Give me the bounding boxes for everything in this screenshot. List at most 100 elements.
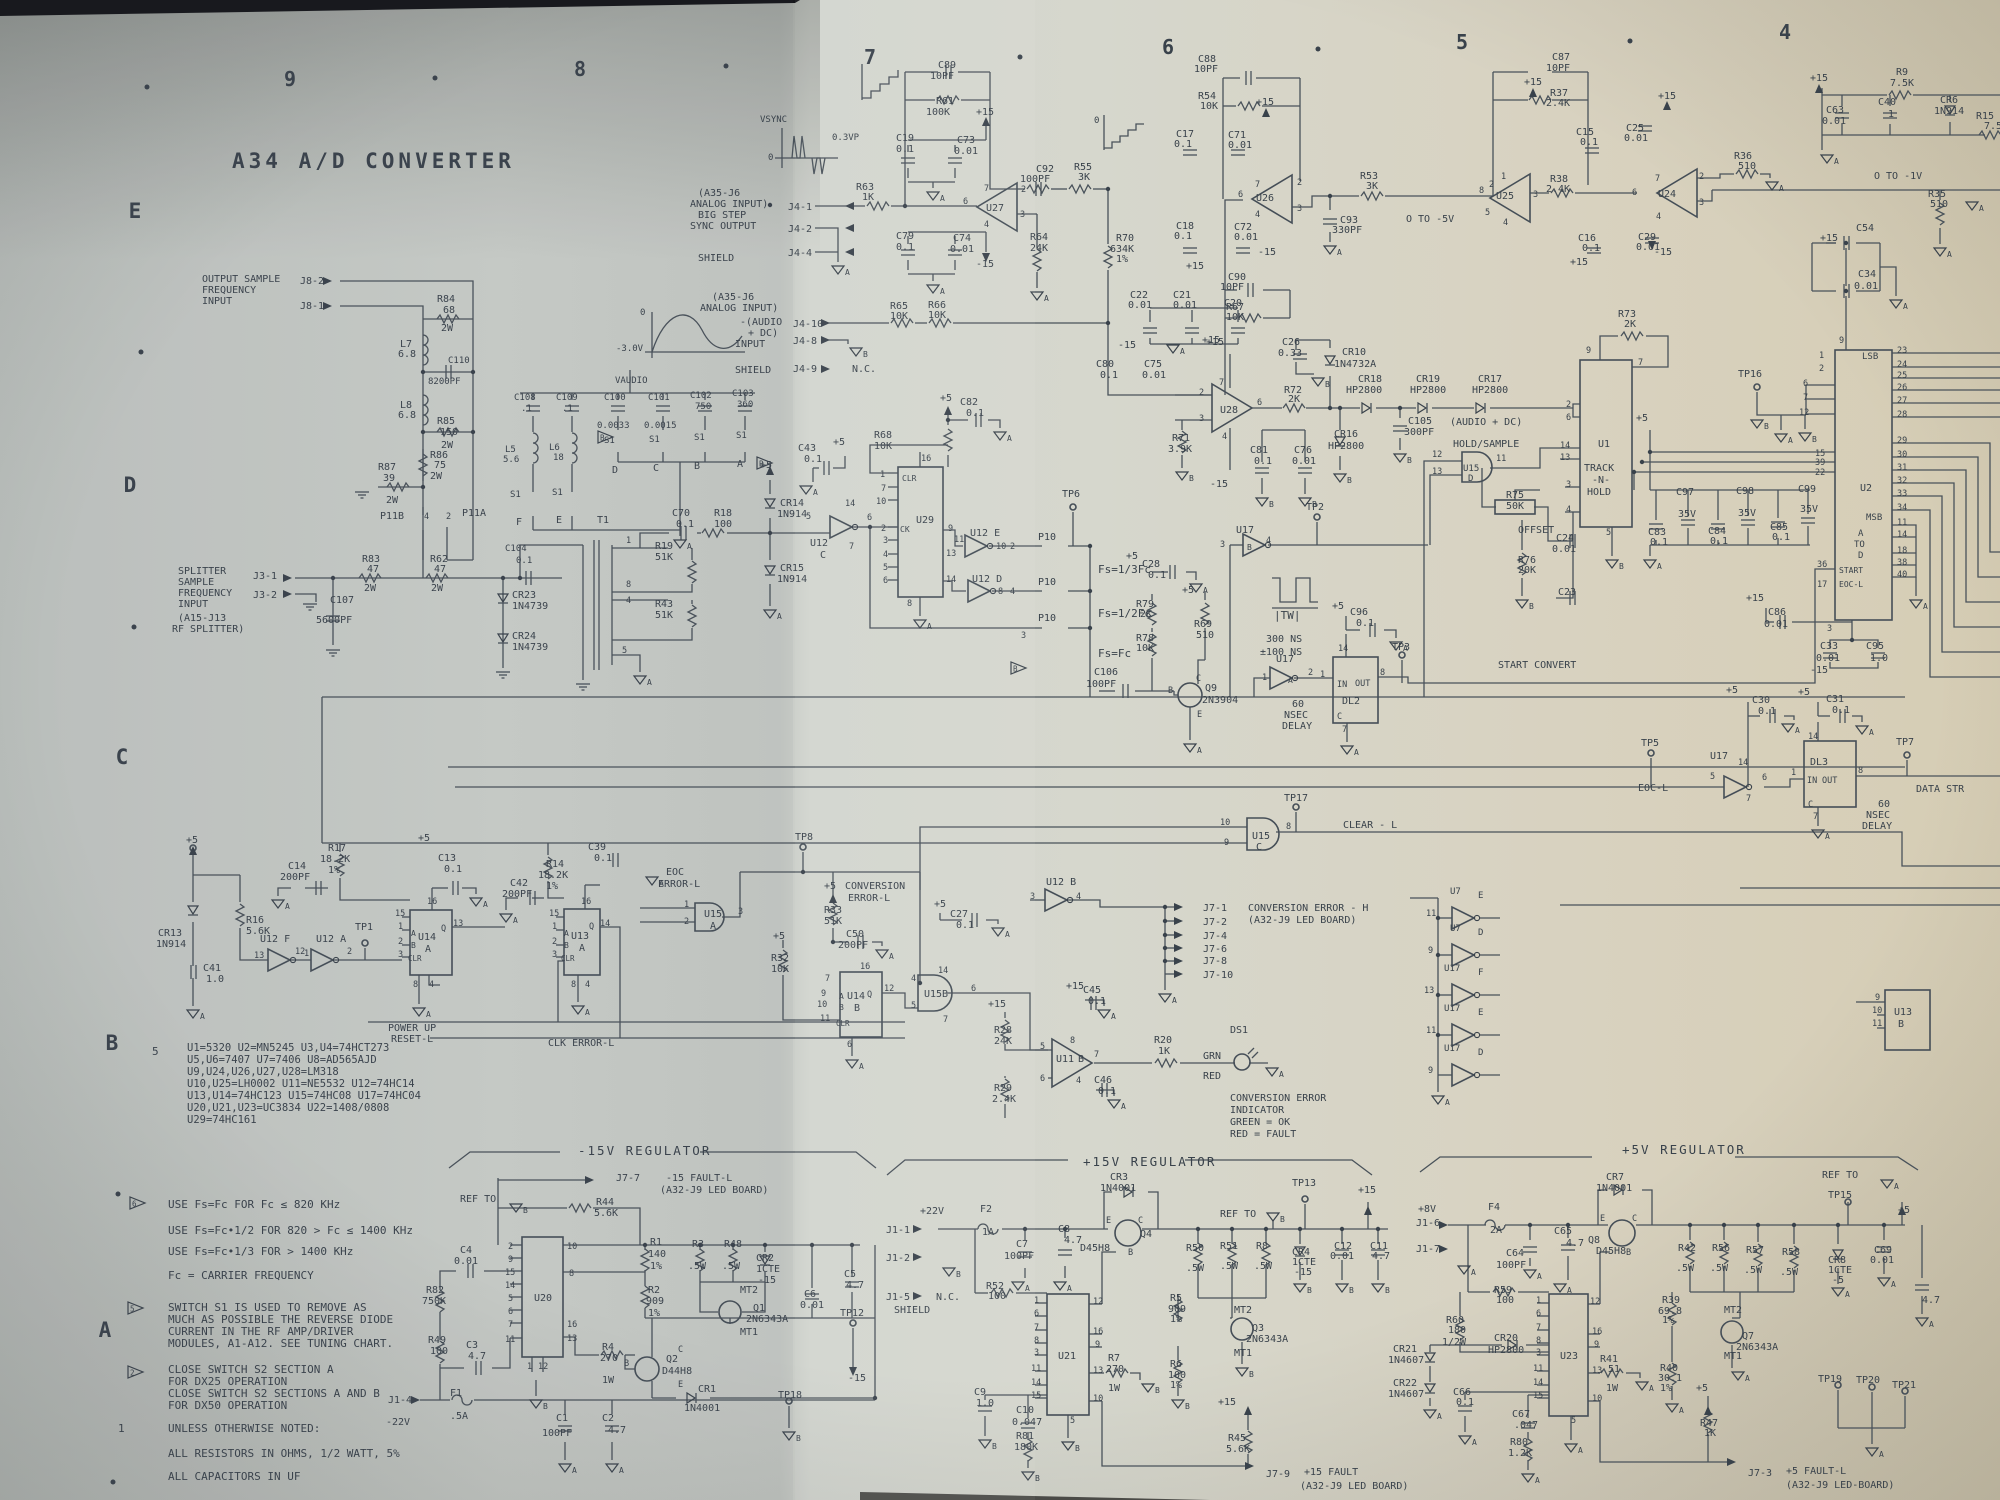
arrow-head: [821, 319, 830, 327]
junction-dot: [470, 369, 476, 375]
schematic-label: R66: [928, 300, 946, 311]
arrow-head: [1439, 1221, 1448, 1229]
schematic-label: 4: [1656, 212, 1661, 222]
diode: [1475, 401, 1486, 415]
ic-box: [1046, 1293, 1090, 1416]
schematic-label: R57: [1746, 1245, 1764, 1256]
schematic-label: A: [1834, 157, 1839, 166]
schematic-label: 1%: [546, 881, 558, 892]
arrow-head: [845, 202, 854, 210]
opamp: [1250, 173, 1293, 225]
schematic-label: 6: [1632, 188, 1637, 198]
schematic-label: HP2800: [1488, 1345, 1524, 1356]
schematic-label: 5: [1571, 1416, 1576, 1426]
schematic-label: 68: [443, 305, 455, 316]
transistor: [1114, 1219, 1142, 1247]
ground-symbol: [1879, 1179, 1895, 1189]
schematic-label: -22V: [386, 1417, 410, 1428]
schematic-label: C: [1808, 800, 1813, 810]
wire: [1384, 629, 1397, 638]
schematic-label: A: [1903, 302, 1908, 311]
schematic-label: A: [687, 542, 692, 551]
schematic-label: 27: [1897, 396, 1907, 406]
schematic-label: C110: [448, 356, 470, 366]
schematic-label: E: [1600, 1214, 1605, 1224]
potentiometer: [1494, 499, 1536, 515]
ground-symbol: [990, 927, 1006, 937]
schematic-label: 0.1: [1098, 1086, 1116, 1097]
wire: [1186, 571, 1197, 580]
schematic-label: 14: [845, 499, 855, 509]
arrow-head: [913, 1225, 922, 1233]
schematic-label: 9: [1428, 1066, 1433, 1076]
schematic-label: U12 E: [970, 528, 1000, 539]
schematic-label: TP1: [355, 922, 373, 933]
schematic-label: C19: [896, 133, 914, 144]
schematic-label: VSYNC: [760, 115, 787, 125]
resistor: [686, 604, 698, 628]
schematic-label: 1W: [602, 1375, 615, 1386]
schematic-label: CR1: [698, 1384, 716, 1395]
schematic-label: 2: [684, 917, 689, 927]
wire: [1238, 312, 1262, 324]
schematic-label: 26: [1897, 383, 1907, 393]
schematic-label: 5: [1070, 1416, 1075, 1426]
testpoint: [1753, 383, 1761, 391]
schematic-label: R9: [1896, 67, 1908, 78]
schematic-label: C107: [330, 595, 354, 606]
schematic-label: 15: [1031, 1391, 1041, 1401]
schematic-label: U17: [1444, 964, 1460, 974]
wire: [624, 1355, 635, 1370]
schematic-label: A: [483, 900, 488, 909]
schematic-label: EOC-L: [1638, 783, 1668, 794]
schematic-label: 180K: [1014, 1442, 1038, 1453]
schematic-label: 1/2W: [1442, 1337, 1467, 1348]
schematic-label: 5: [130, 1305, 135, 1314]
schematic-label: 510: [1930, 199, 1948, 210]
schematic-label: C71: [1228, 130, 1246, 141]
ic-box: [409, 909, 453, 976]
schematic-label: B: [1626, 1248, 1631, 1258]
schematic-label: 32: [1897, 476, 1907, 486]
schematic-label: A: [200, 1012, 205, 1021]
schematic-label: 140: [648, 1249, 666, 1260]
arrow-head: [283, 590, 292, 598]
schematic-label: +5: [833, 437, 845, 448]
schematic-label: 47: [434, 564, 446, 575]
wire: [1892, 482, 2000, 628]
resistor: [639, 1285, 651, 1309]
schematic-label: 2N6343A: [746, 1314, 788, 1325]
schematic-label: C69: [1874, 1245, 1892, 1256]
schematic-label: ALL CAPACITORS IN UF: [168, 1470, 300, 1483]
schematic-label: C87: [1552, 52, 1570, 63]
schematic-label: 8: [907, 599, 912, 609]
schematic-label: 5.6K: [1226, 1444, 1250, 1455]
schematic-label: 909: [646, 1296, 664, 1307]
schematic-label: IN: [1337, 680, 1347, 690]
schematic-label: +22V: [920, 1206, 944, 1217]
schematic-label: REF TO: [1822, 1170, 1858, 1181]
schematic-label: C30: [1752, 695, 1770, 706]
junction-dot: [1327, 193, 1333, 199]
schematic-label: MT1: [740, 1327, 758, 1338]
schematic-label: U14: [847, 991, 865, 1002]
schematic-label: C16: [1578, 233, 1596, 244]
schematic-label: 15: [1815, 449, 1825, 459]
schematic-label: TP15: [1828, 1190, 1852, 1201]
schematic-label: 2: [1297, 178, 1302, 188]
buffer-gate: [1269, 665, 1294, 691]
arrow-head: [1262, 108, 1270, 117]
schematic-label: 11: [1426, 1026, 1436, 1036]
schematic-label: 6: [1257, 398, 1262, 408]
wire: [886, 1159, 1068, 1176]
schematic-label: 100PF: [542, 1428, 572, 1439]
schematic-label: U15: [1463, 464, 1479, 474]
wire: [1756, 392, 1806, 416]
schematic-label: 3.9K: [1168, 444, 1192, 455]
note-flag: [127, 1301, 145, 1315]
schematic-label: J4-9: [793, 364, 817, 375]
schematic-label: (A32-J9 LED BOARD): [1248, 915, 1356, 926]
schematic-label: 0.01: [954, 146, 978, 157]
schematic-label: D: [1478, 1048, 1483, 1058]
